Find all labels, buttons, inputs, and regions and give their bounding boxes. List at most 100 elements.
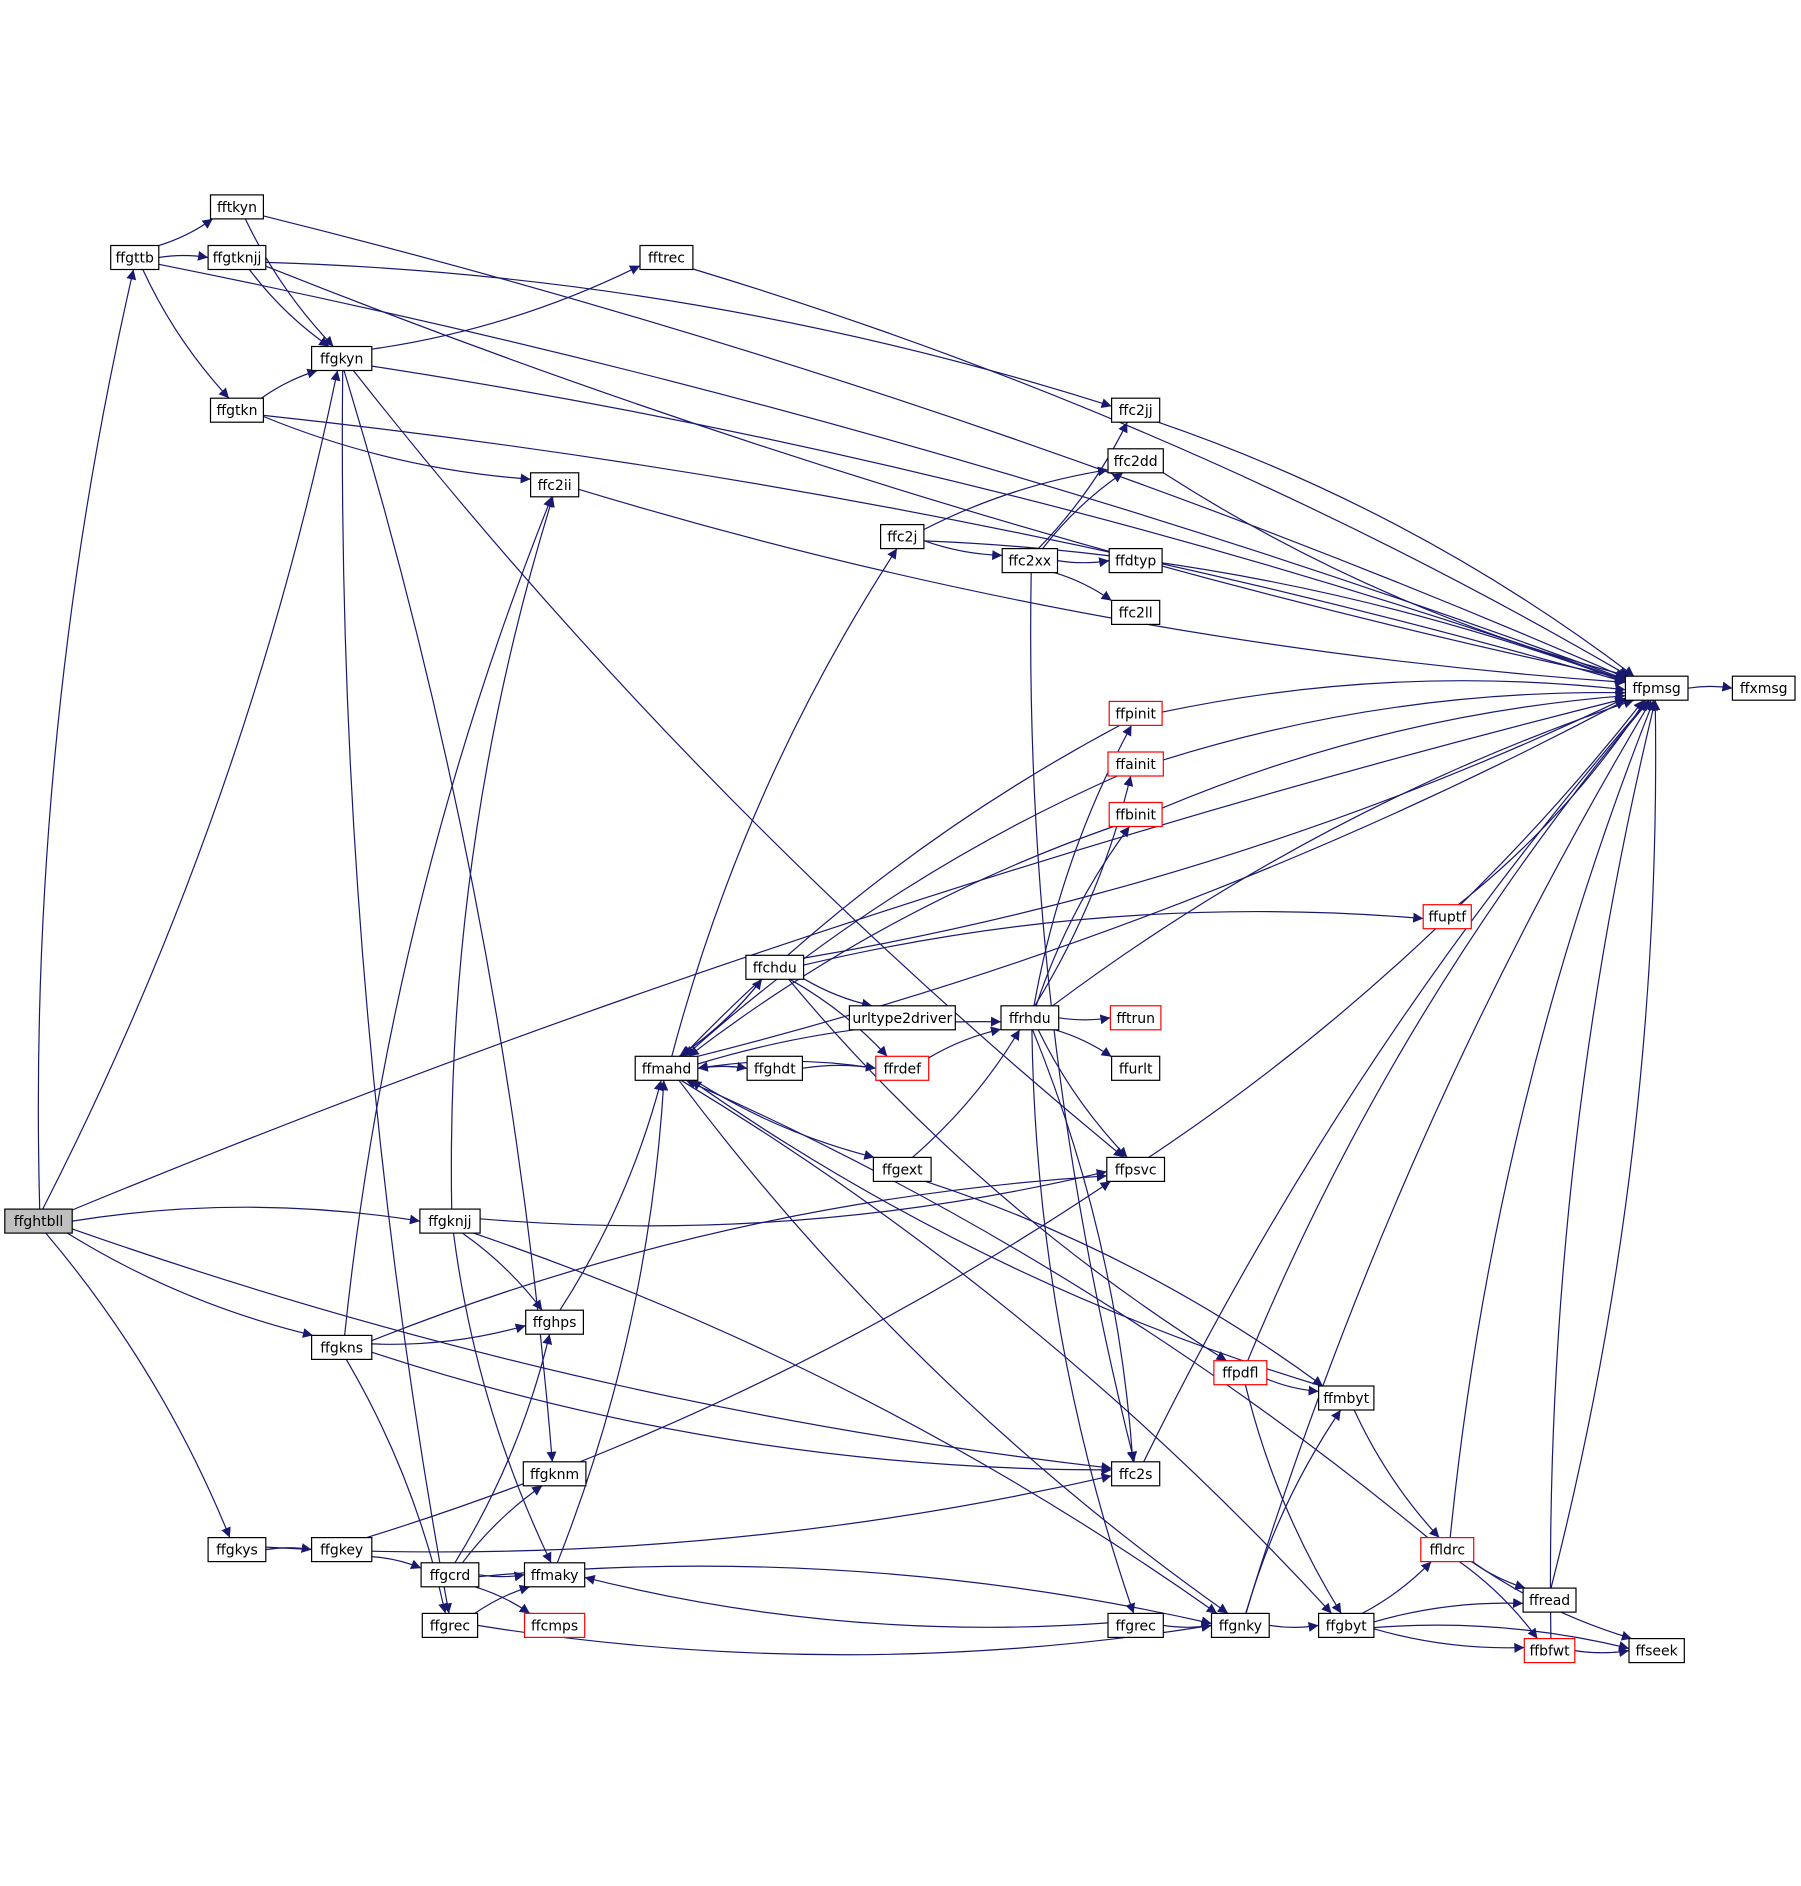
node-box-ffuptf[interactable] [1422,904,1472,930]
node-box-ffmbyt[interactable] [1317,1385,1375,1411]
node-box-ffgtknjj[interactable] [207,244,267,271]
node-ffbinit[interactable]: ffbinit [1108,801,1163,828]
node-ffc2dd[interactable]: ffc2dd [1107,448,1164,474]
node-ffmaky[interactable]: ffmaky [523,1562,586,1588]
node-box-ffgbyt[interactable] [1317,1612,1375,1639]
node-box-ffgkys[interactable] [207,1536,267,1563]
node-box-ffghps[interactable] [525,1309,585,1335]
node-box-ffc2j[interactable] [879,523,925,550]
node-ffc2ii[interactable]: ffc2ii [529,472,580,498]
node-box-ffc2dd[interactable] [1107,448,1164,474]
node-ffldrc[interactable]: ffldrc [1420,1536,1475,1563]
node-ffread[interactable]: ffread [1522,1587,1577,1613]
node-ffghps[interactable]: ffghps [525,1309,585,1335]
node-box-ffgkey[interactable] [311,1536,373,1563]
node-ffrdef[interactable]: ffrdef [875,1055,930,1081]
node-ffc2j[interactable]: ffc2j [879,523,925,550]
node-box-ffbinit[interactable] [1108,801,1163,828]
node-box-ffgknjj[interactable] [419,1208,481,1234]
node-box-ffbfwt[interactable] [1523,1637,1576,1664]
node-box-ffainit[interactable] [1107,751,1164,777]
node-box-ffcmps[interactable] [523,1612,586,1639]
node-box-ffgkyn[interactable] [311,345,373,372]
node-ffgcrd[interactable]: ffgcrd [420,1562,480,1588]
node-ffainit[interactable]: ffainit [1107,751,1164,777]
node-ffc2xx[interactable]: ffc2xx [1001,547,1059,574]
node-box-ffgttb[interactable] [110,244,160,271]
node-box-ffdtyp[interactable] [1108,547,1163,574]
node-ffgtkn[interactable]: ffgtkn [209,397,265,423]
node-ffc2ll[interactable]: ffc2ll [1110,599,1161,626]
node-ffpdfl[interactable]: ffpdfl [1213,1360,1268,1386]
node-ffghdt[interactable]: ffghdt [746,1055,803,1081]
node-box-ffxmsg[interactable] [1731,675,1796,701]
node-ffbfwt[interactable]: ffbfwt [1523,1637,1576,1664]
node-ffgbyt[interactable]: ffgbyt [1317,1612,1375,1639]
node-ffgtknjj[interactable]: ffgtknjj [207,244,267,271]
node-box-ffgnky[interactable] [1210,1612,1270,1639]
node-box-ffgkns[interactable] [311,1334,373,1361]
node-ffgext[interactable]: ffgext [872,1156,932,1183]
node-box-urltype2driver[interactable] [848,1005,956,1031]
node-box-ffrdef[interactable] [875,1055,930,1081]
node-box-ffc2ii[interactable] [529,472,580,498]
node-box-fftrec[interactable] [639,244,694,271]
node-box-ffghdt[interactable] [746,1055,803,1081]
node-box-ffc2xx[interactable] [1001,547,1059,574]
node-box-ffmahd[interactable] [634,1055,699,1081]
node-box-ffgext[interactable] [872,1156,932,1183]
node-ffgkns[interactable]: ffgkns [311,1334,373,1361]
node-ffgknjj[interactable]: ffgknjj [419,1208,481,1234]
node-ffpinit[interactable]: ffpinit [1108,700,1163,727]
node-ffxmsg[interactable]: ffxmsg [1731,675,1796,701]
node-ffgrec_right[interactable]: ffgrec [1107,1612,1164,1639]
node-ffpmsg[interactable]: ffpmsg [1624,675,1689,701]
node-box-ffc2ll[interactable] [1110,599,1161,626]
node-box-ffchdu[interactable] [745,954,805,980]
node-fftrec[interactable]: fftrec [639,244,694,271]
node-ffchdu[interactable]: ffchdu [745,954,805,980]
node-box-ffpmsg[interactable] [1624,675,1689,701]
node-fftkyn[interactable]: fftkyn [209,194,265,220]
node-box-ffc2jj[interactable] [1110,397,1161,423]
node-box-ffgrec_left[interactable] [421,1612,479,1639]
node-box-ffpsvc[interactable] [1106,1156,1166,1183]
node-ffgttb[interactable]: ffgttb [110,244,160,271]
node-ffgkys[interactable]: ffgkys [207,1536,267,1563]
node-ffurlt[interactable]: ffurlt [1110,1055,1161,1081]
node-ffseek[interactable]: ffseek [1628,1637,1685,1664]
node-box-ffpinit[interactable] [1108,700,1163,727]
node-box-ffurlt[interactable] [1110,1055,1161,1081]
node-ffuptf[interactable]: ffuptf [1422,904,1472,930]
node-box-ffgrec_right[interactable] [1107,1612,1164,1639]
node-ffpsvc[interactable]: ffpsvc [1106,1156,1166,1183]
node-ffc2s[interactable]: ffc2s [1110,1461,1161,1487]
node-ffrhdu[interactable]: ffrhdu [1000,1005,1060,1031]
node-box-ffseek[interactable] [1628,1637,1685,1664]
node-box-ffgcrd[interactable] [420,1562,480,1588]
node-urltype2driver[interactable]: urltype2driver [848,1005,956,1031]
node-ffc2jj[interactable]: ffc2jj [1110,397,1161,423]
node-box-ffpdfl[interactable] [1213,1360,1268,1386]
node-box-fftrun[interactable] [1109,1005,1162,1031]
node-ffgkyn[interactable]: ffgkyn [311,345,373,372]
node-box-ffread[interactable] [1522,1587,1577,1613]
node-ffgnky[interactable]: ffgnky [1210,1612,1270,1639]
node-box-fftkyn[interactable] [209,194,265,220]
node-fftrun[interactable]: fftrun [1109,1005,1162,1031]
node-ffghtbll[interactable]: ffghtbll [4,1208,73,1234]
node-ffgrec_left[interactable]: ffgrec [421,1612,479,1639]
node-box-ffrhdu[interactable] [1000,1005,1060,1031]
node-ffgkey[interactable]: ffgkey [311,1536,373,1563]
node-ffmbyt[interactable]: ffmbyt [1317,1385,1375,1411]
node-box-ffldrc[interactable] [1420,1536,1475,1563]
node-ffgknm[interactable]: ffgknm [522,1461,587,1487]
node-ffdtyp[interactable]: ffdtyp [1108,547,1163,574]
node-box-ffgtkn[interactable] [209,397,265,423]
node-ffmahd[interactable]: ffmahd [634,1055,699,1081]
node-box-ffmaky[interactable] [523,1562,586,1588]
node-box-ffc2s[interactable] [1110,1461,1161,1487]
node-box-ffgknm[interactable] [522,1461,587,1487]
node-ffcmps[interactable]: ffcmps [523,1612,586,1639]
node-box-ffghtbll[interactable] [4,1208,73,1234]
